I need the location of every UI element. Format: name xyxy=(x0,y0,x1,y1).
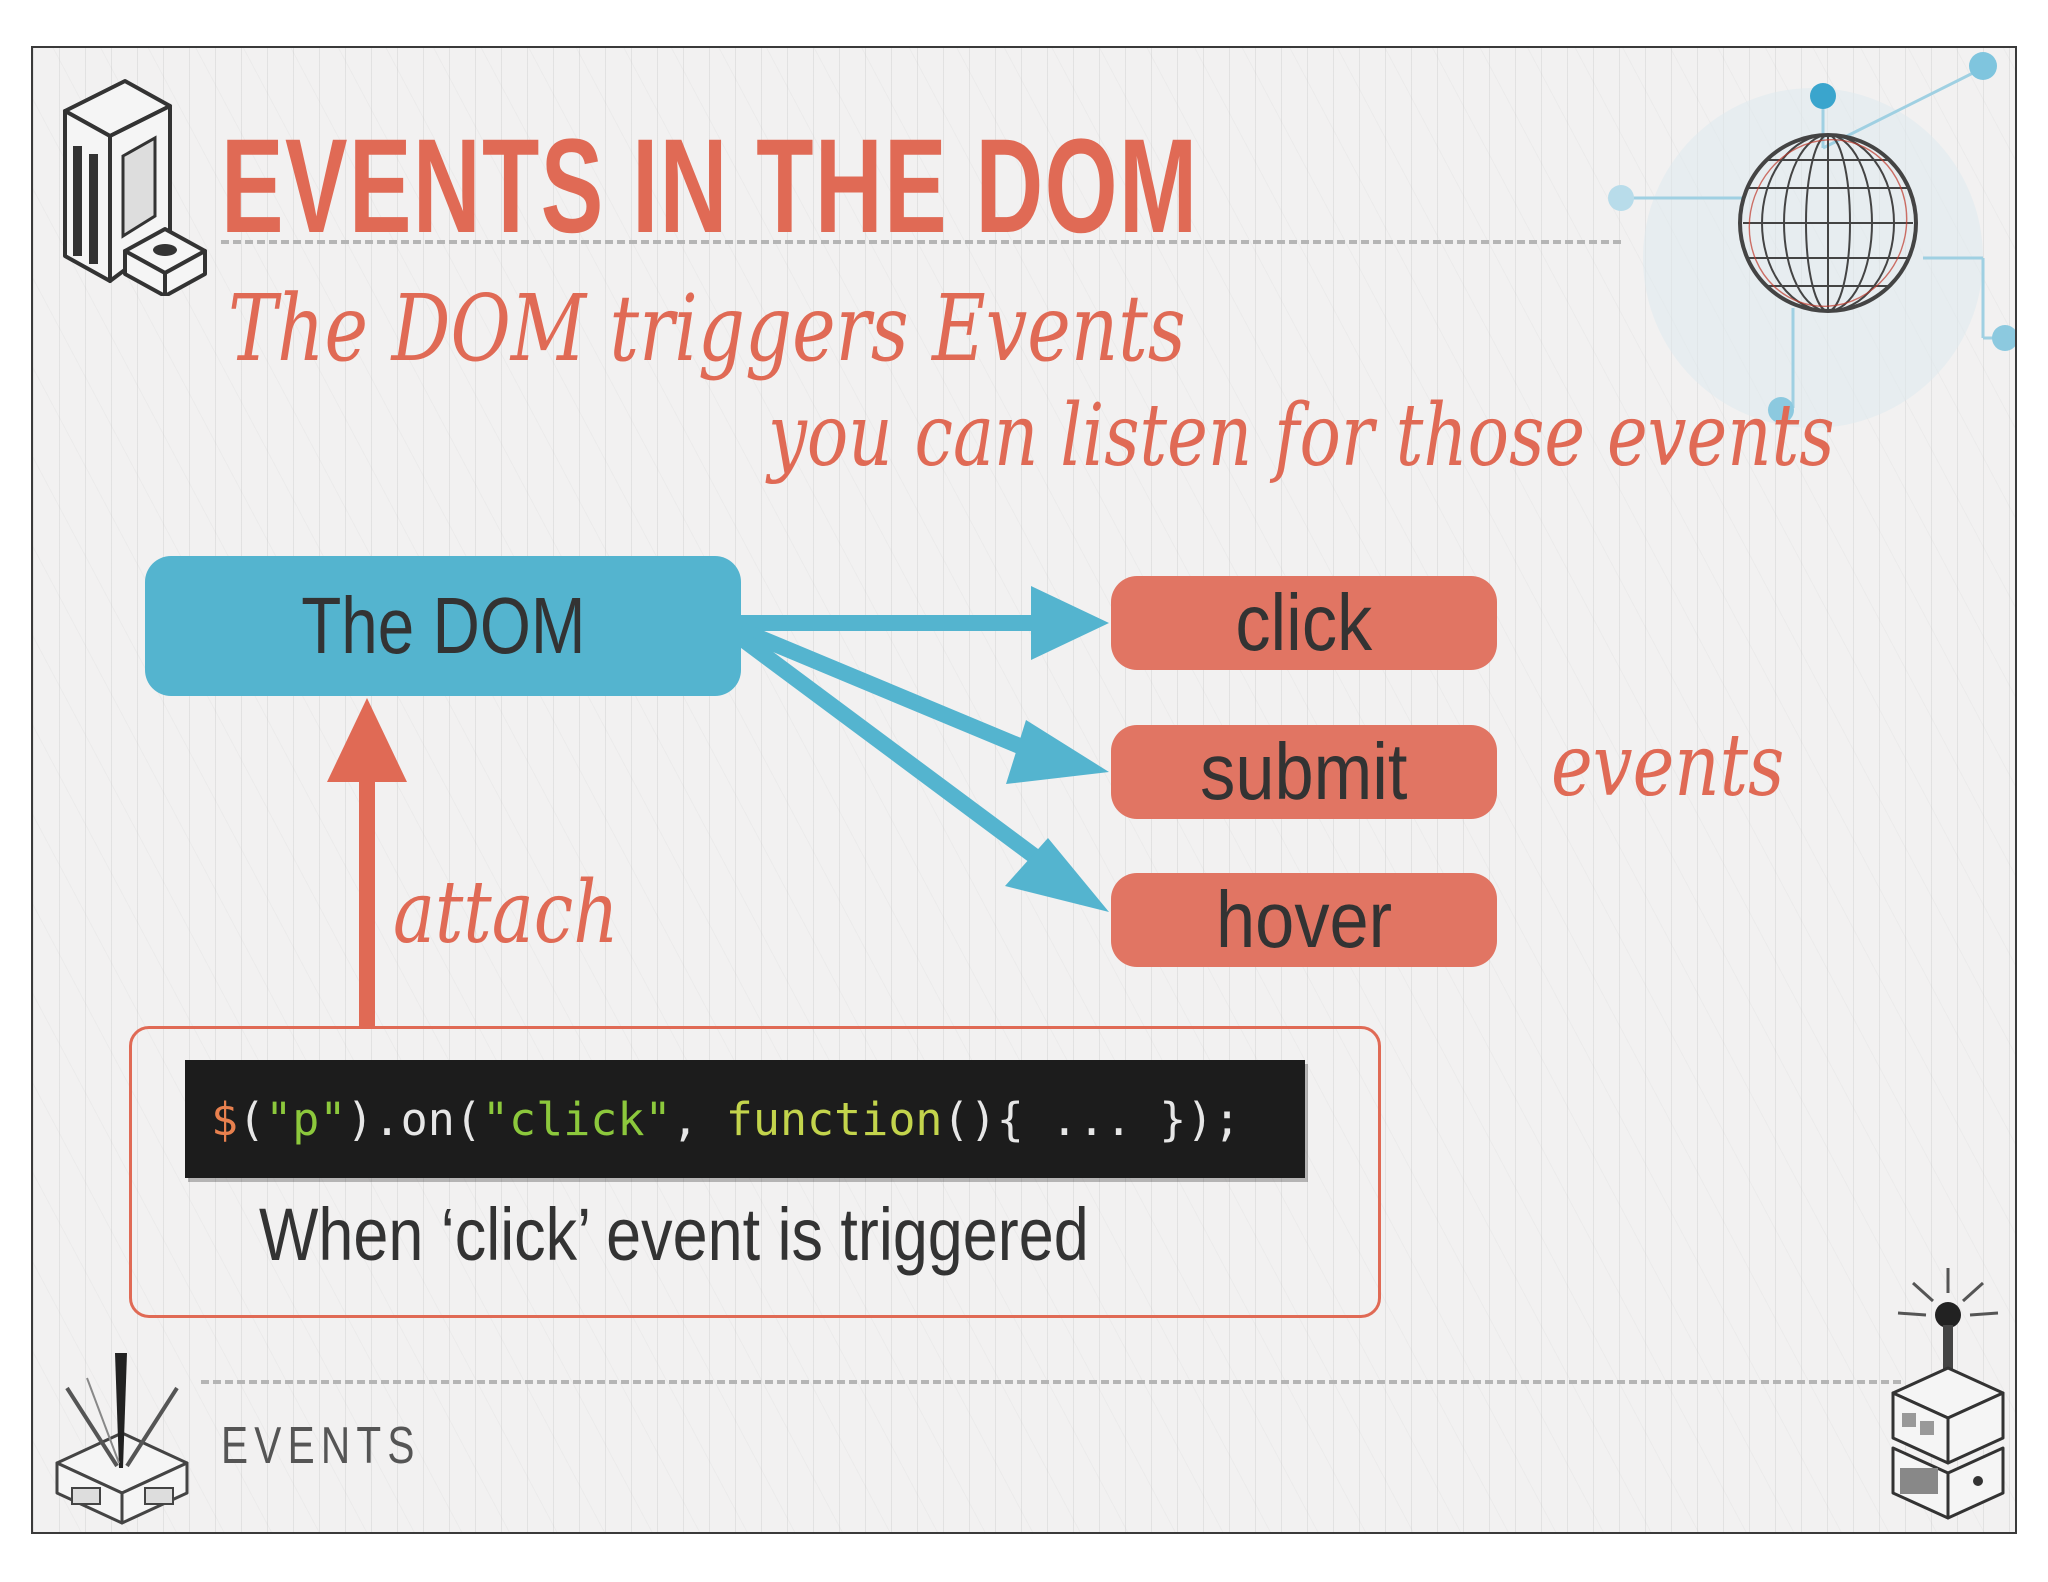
code-block: $("p").on("click", function(){ ... }); xyxy=(185,1060,1305,1178)
event-node-submit: submit xyxy=(1111,725,1497,819)
footer-divider xyxy=(201,1380,1901,1384)
arrow-to-hover xyxy=(736,631,1066,883)
wireframe-globe-icon xyxy=(1738,133,1918,313)
code-method: ).on( xyxy=(346,1092,482,1146)
event-node-label: click xyxy=(1235,578,1373,667)
robot-antenna-icon xyxy=(1891,1268,2005,1520)
subtitle-line-1: The DOM triggers Events xyxy=(228,275,1186,382)
event-node-click: click xyxy=(1111,576,1497,670)
arrow-to-submit xyxy=(737,622,1057,768)
code-dollar: $ xyxy=(211,1092,239,1146)
server-tower-icon xyxy=(63,79,207,296)
attach-label: attach xyxy=(393,863,619,963)
event-node-hover: hover xyxy=(1111,873,1497,967)
dom-node-label: The DOM xyxy=(300,581,586,670)
event-node-label: submit xyxy=(1200,727,1408,816)
code-frame xyxy=(129,1026,1381,1318)
subtitle-line-2: you can listen for those events xyxy=(768,386,1835,486)
slide-title: EVENTS IN THE DOM xyxy=(221,112,1199,261)
code-keyword: function xyxy=(725,1092,943,1146)
slide: EVENTS IN THE DOM The DOM triggers Event… xyxy=(31,46,2017,1534)
hammer-tool-box-icon xyxy=(55,1353,189,1525)
event-node-label: hover xyxy=(1215,875,1393,964)
code-event-name: "click" xyxy=(481,1092,672,1146)
events-label: events xyxy=(1551,716,1785,816)
code-selector: "p" xyxy=(265,1092,347,1146)
title-divider xyxy=(221,240,1621,244)
footer-section-label: EVENTS xyxy=(221,1417,421,1475)
code-rest: (){ ... }); xyxy=(942,1092,1241,1146)
code-comma: , xyxy=(671,1092,726,1146)
code-paren: ( xyxy=(238,1092,266,1146)
code-caption: When ‘click’ event is triggered xyxy=(259,1193,1089,1276)
diagram-arrows xyxy=(327,586,1109,1026)
dom-node: The DOM xyxy=(145,556,741,696)
